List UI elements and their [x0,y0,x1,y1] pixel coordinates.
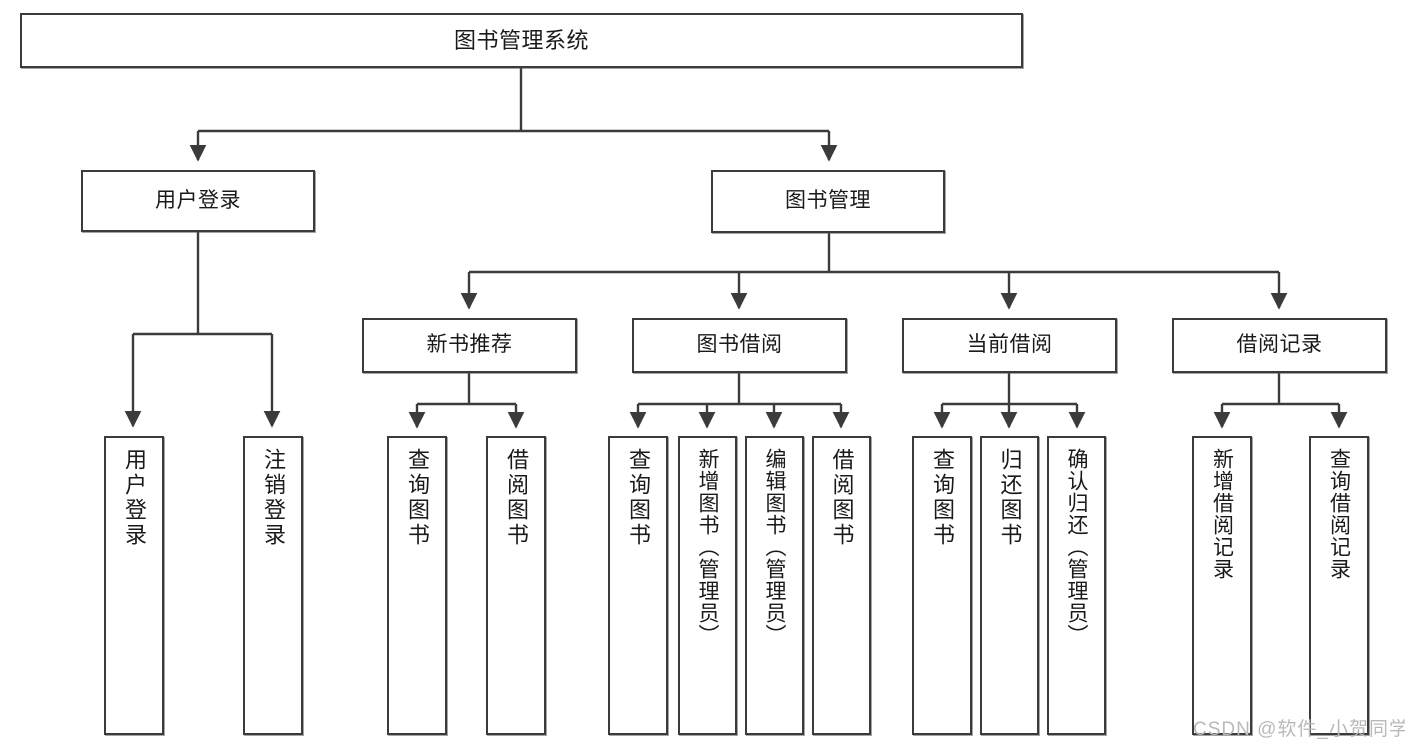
node-label: 图书借阅 [696,333,783,357]
leaf-confirm-return-admin[interactable]: 确认归还（管理员） [1047,436,1106,735]
leaf-add-book-admin[interactable]: 新增图书（管理员） [678,436,737,735]
leaf-query-borrow-record[interactable]: 查询借阅记录 [1309,436,1369,735]
node-label: 查询图书 [930,448,955,548]
node-label: 查询图书 [626,448,651,548]
leaf-borrow-book-new[interactable]: 借阅图书 [486,436,546,735]
leaf-logout[interactable]: 注销登录 [243,436,303,735]
node-label: 注销登录 [261,448,286,548]
node-book-management[interactable]: 图书管理 [711,170,945,233]
node-book-borrow[interactable]: 图书借阅 [632,318,847,373]
node-user-login[interactable]: 用户登录 [81,170,315,232]
node-label: 图书管理 [785,189,871,213]
node-label: 用户登录 [155,188,241,212]
node-current-borrow[interactable]: 当前借阅 [902,318,1117,373]
node-label: 借阅图书 [829,448,855,548]
node-borrow-record[interactable]: 借阅记录 [1172,318,1387,373]
node-label: 新增借阅记录 [1210,448,1234,580]
node-label: 确认归还（管理员） [1065,448,1088,646]
node-label: 当前借阅 [966,333,1053,357]
node-label: 新增图书（管理员） [696,448,719,646]
node-new-book-recommend[interactable]: 新书推荐 [362,318,577,373]
node-label: 归还图书 [997,448,1023,548]
leaf-user-login[interactable]: 用户登录 [104,436,164,735]
csdn-watermark: CSDN @软件_小贺同学 [1193,719,1405,740]
leaf-query-book-borrow[interactable]: 查询图书 [608,436,668,735]
leaf-query-book-new[interactable]: 查询图书 [387,436,447,735]
node-label: 查询借阅记录 [1327,448,1351,580]
node-label: 借阅记录 [1236,333,1323,357]
node-label: 新书推荐 [426,333,513,357]
node-label: 查询图书 [405,448,430,548]
node-label: 编辑图书（管理员） [763,448,786,646]
leaf-edit-book-admin[interactable]: 编辑图书（管理员） [745,436,804,735]
node-label: 借阅图书 [504,448,529,548]
leaf-borrow-book[interactable]: 借阅图书 [812,436,871,735]
node-label: 用户登录 [122,448,147,548]
node-root-system[interactable]: 图书管理系统 [20,13,1023,68]
leaf-return-book[interactable]: 归还图书 [980,436,1039,735]
leaf-add-borrow-record[interactable]: 新增借阅记录 [1192,436,1252,735]
leaf-query-book-current[interactable]: 查询图书 [912,436,972,735]
node-label: 图书管理系统 [453,27,589,53]
